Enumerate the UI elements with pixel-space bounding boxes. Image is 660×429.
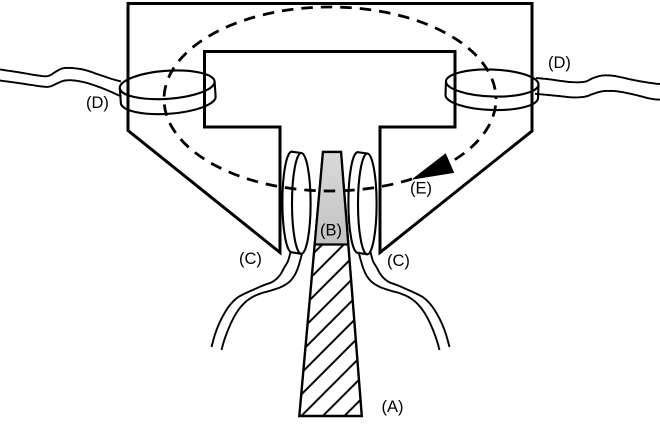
svg-text:(A): (A)	[382, 398, 404, 416]
svg-text:(D): (D)	[548, 54, 571, 72]
svg-text:(C): (C)	[239, 250, 262, 268]
svg-text:(E): (E)	[410, 180, 432, 198]
svg-text:(C): (C)	[387, 252, 410, 270]
svg-text:(D): (D)	[86, 94, 109, 112]
svg-text:(B): (B)	[320, 222, 342, 240]
